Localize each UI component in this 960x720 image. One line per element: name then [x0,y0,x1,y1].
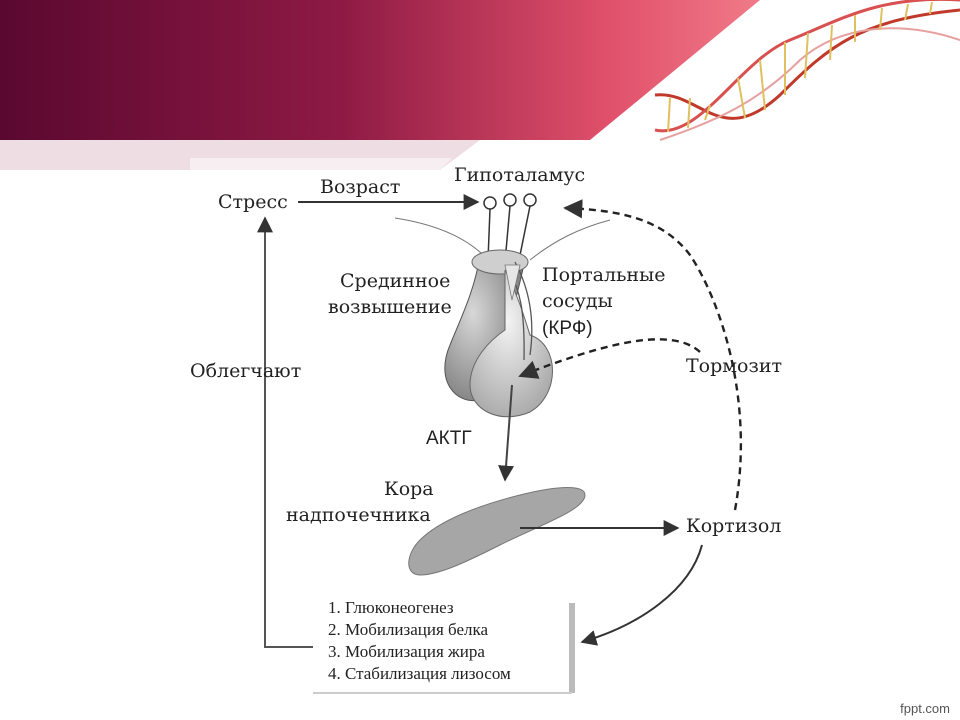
facilitate-label: Облегчают [190,360,302,382]
effect-item: 1. Глюконеогенез [328,598,454,617]
age-label: Возраст [320,176,401,198]
stress-label: Стресс [218,191,288,213]
effect-item: 2. Мобилизация белка [328,620,489,639]
facilitate-arrow [257,216,313,648]
cortisol-label: Кортизол [686,515,782,537]
hypothalamus-label: Гипоталамус [454,164,586,186]
acth-label: АКТГ [426,428,472,449]
adrenal-cortex-label-2: надпочечника [286,504,431,526]
crf-label: (КРФ) [542,318,593,339]
watermark: fppt.com [900,701,950,716]
inhibit-loop-arrow [563,199,742,511]
header-banner [0,0,960,170]
inhibit-label: Тормозит [686,355,783,377]
adrenal-cortex-label-1: Кора [384,478,434,500]
adrenal-cortex-shape [408,487,586,576]
median-eminence-label-1: Срединное [340,270,451,292]
effect-item: 3. Мобилизация жира [328,642,485,661]
effects-list: 1. Глюконеогенез 2. Мобилизация белка 3.… [328,597,511,685]
hypothalamus-neurons [483,193,537,266]
pituitary-gland [444,249,553,418]
acth-arrow [498,384,515,482]
effects-arrow [580,544,703,646]
median-eminence-label-2: возвышение [328,296,452,318]
portal-vessels-label-1: Портальные [542,264,666,286]
effect-item: 4. Стабилизация лизосом [328,664,511,683]
dna-helix-icon [654,0,960,141]
portal-vessels-label-2: сосуды [542,290,613,312]
banner-shape [0,0,760,140]
inhibit-pituitary-arrow [518,338,701,379]
